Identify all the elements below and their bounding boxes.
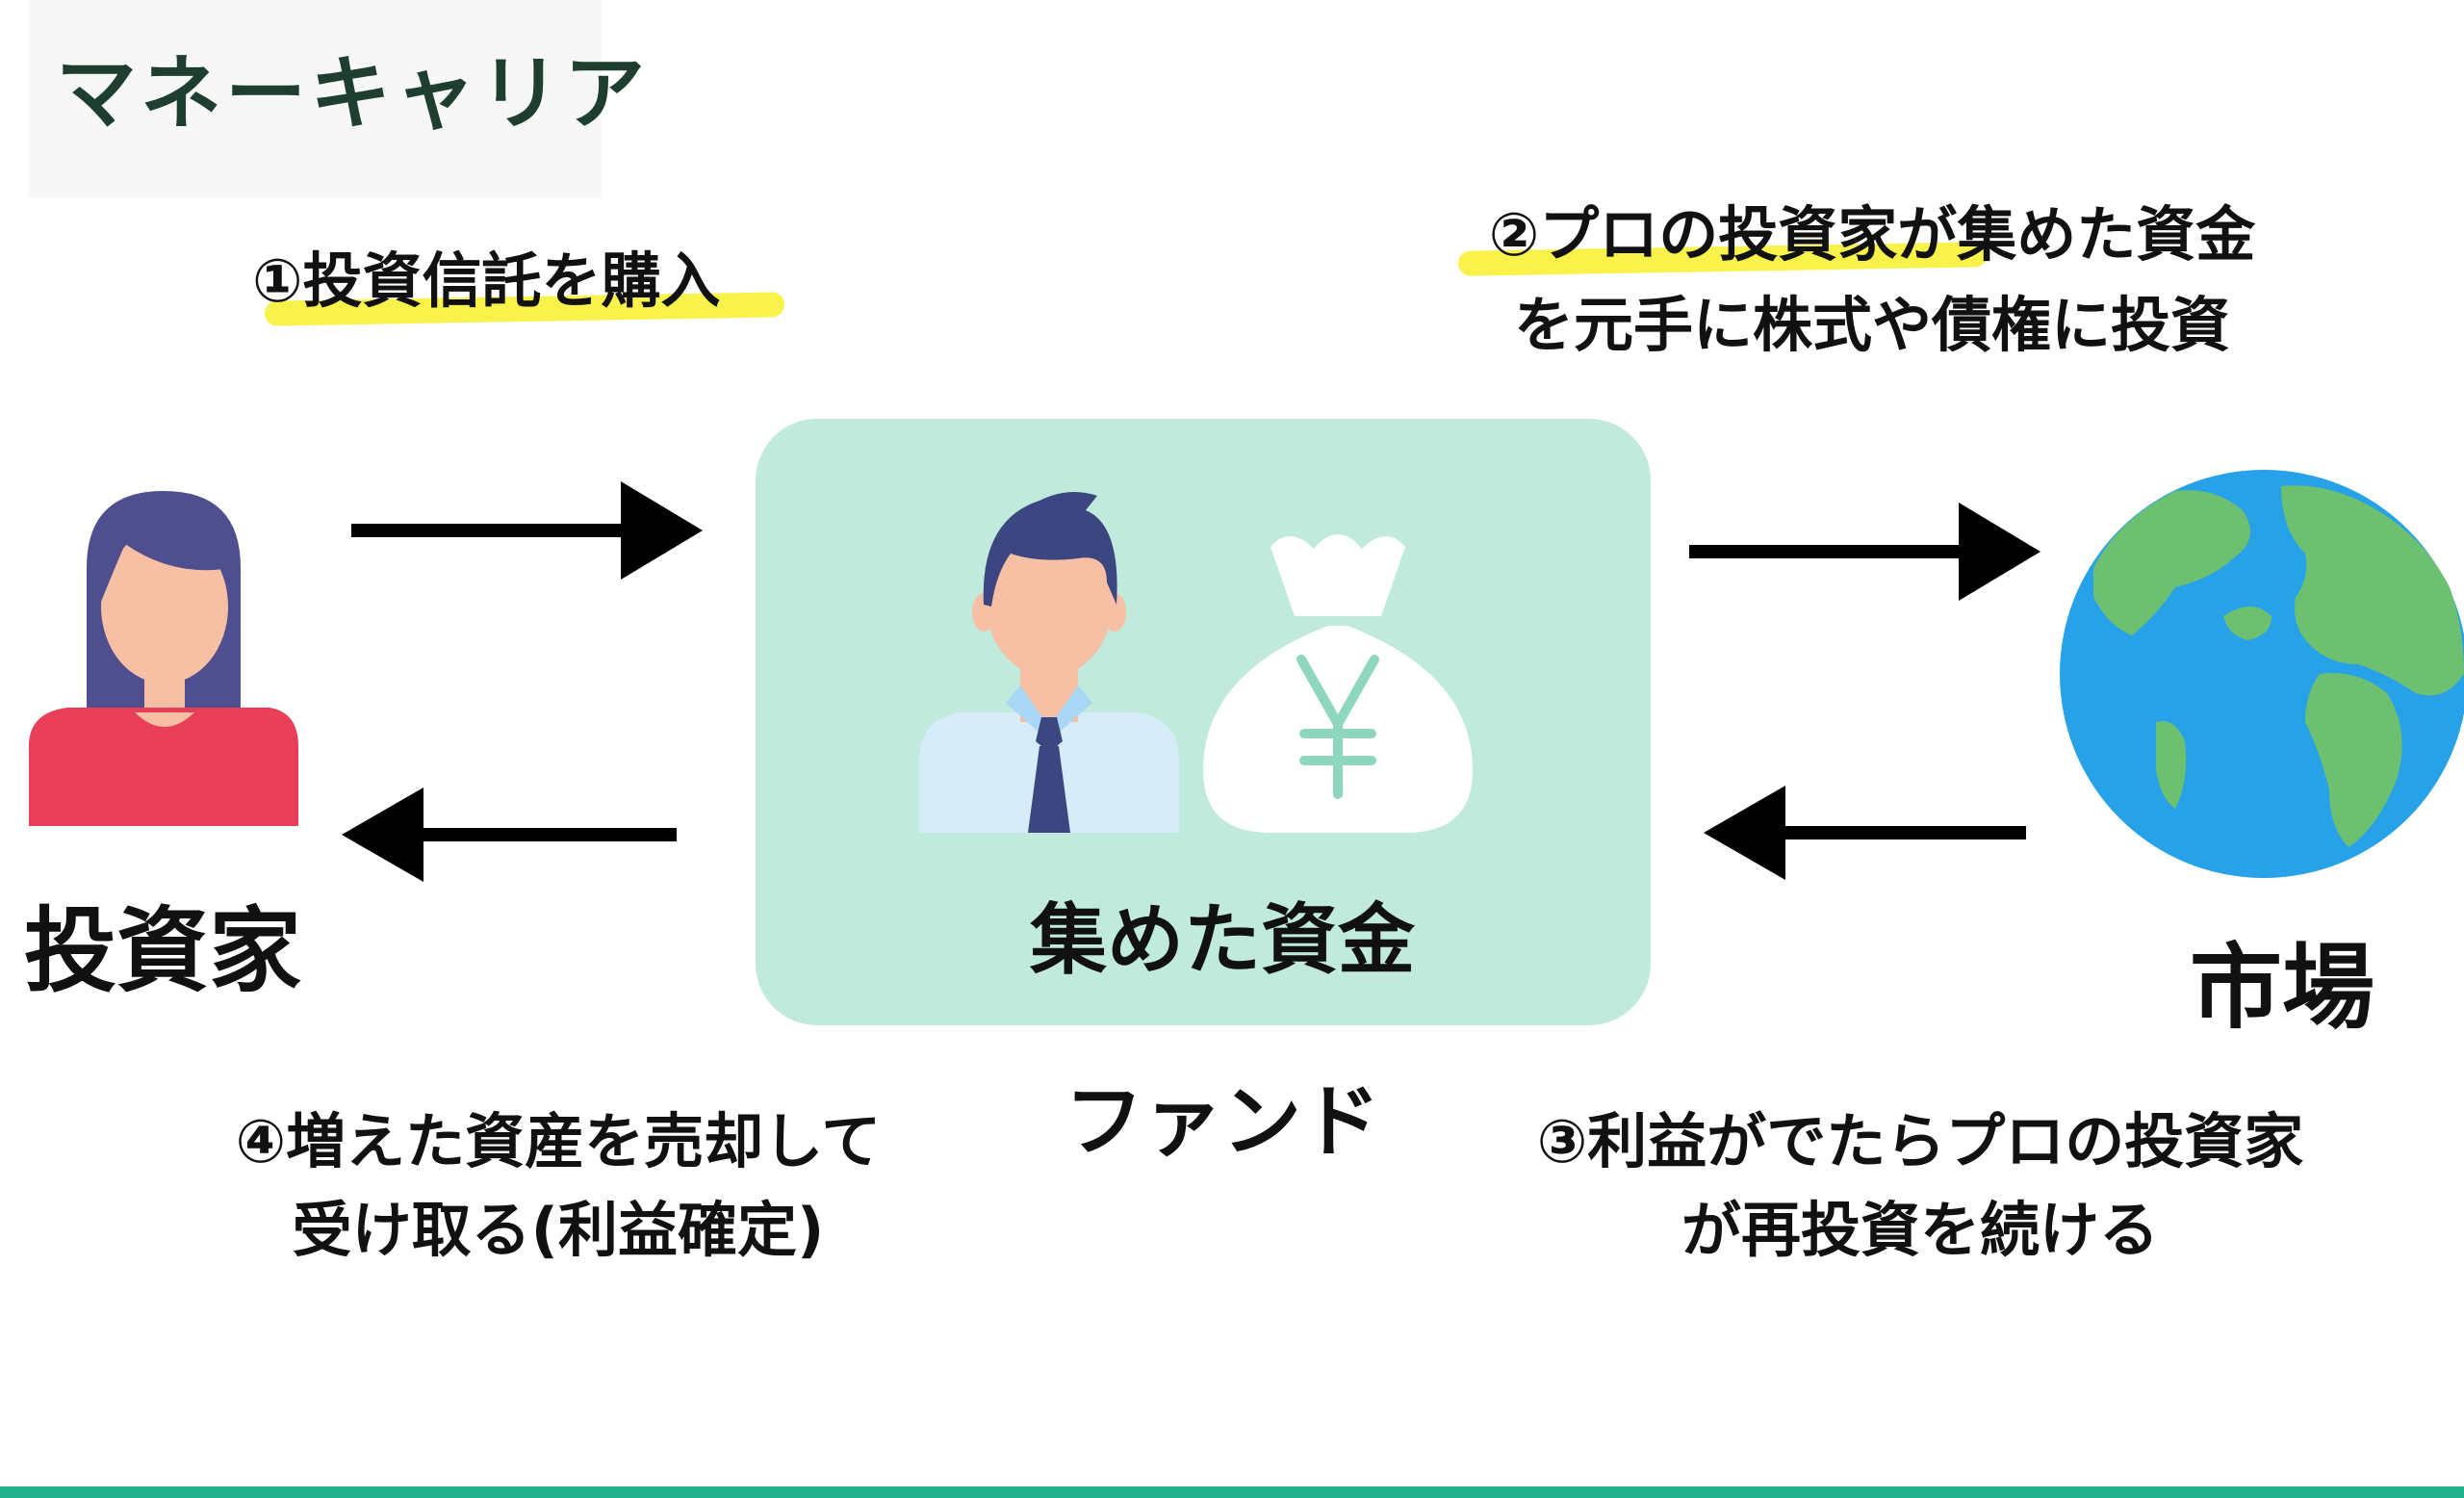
step4-line2: 受け取る(利益確定) [292, 1195, 825, 1265]
logo-area: マネーキャリア [29, 0, 645, 197]
step3-line1: ③利益がでたらプロの投資家 [1536, 1106, 2304, 1176]
step4-line1: ④増えた資産を売却して [235, 1106, 882, 1176]
step2-line2: を元手に株式や債権に投資 [1513, 290, 2230, 360]
step1-label: ①投資信託を購入 [252, 245, 721, 316]
globe-icon [2060, 470, 2464, 878]
fund-box [756, 419, 1651, 1025]
fund-label: ファンド [1064, 1076, 1380, 1168]
bottom-border [0, 1486, 2464, 1498]
businessman-icon [919, 492, 1179, 833]
fund-caption: 集めた資金 [1030, 895, 1415, 985]
investor-label: 投資家 [24, 897, 301, 1005]
arrow-fund-to-market [1689, 503, 2040, 601]
market-label: 市場 [2190, 934, 2374, 1042]
logo-text: マネーキャリア [56, 46, 650, 141]
step3-line2: が再投資を続ける [1681, 1195, 2159, 1265]
arrow-fund-to-investor [342, 788, 677, 882]
arrow-market-to-fund [1704, 786, 2026, 880]
step2-line1: ②プロの投資家が集めた資金 [1488, 199, 2256, 270]
woman-avatar-icon [29, 491, 298, 826]
yen-money-bag-icon [1203, 534, 1473, 833]
arrow-investor-to-fund [351, 481, 703, 580]
